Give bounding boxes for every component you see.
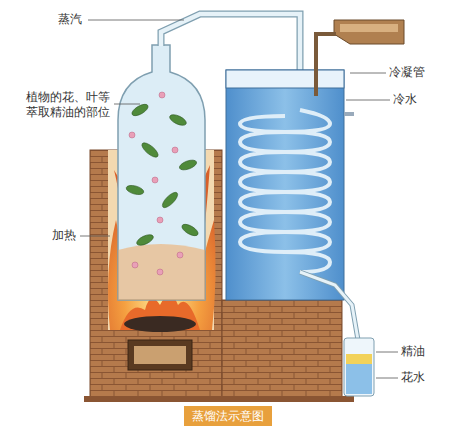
floral-water-label: 花水 bbox=[401, 370, 441, 385]
plant-label: 植物的花、叶等 萃取精油的部位 bbox=[14, 90, 110, 120]
cold-water-label: 冷水 bbox=[393, 92, 433, 107]
heat-label: 加热 bbox=[52, 228, 82, 243]
caption-band: 蒸馏法示意图 bbox=[184, 406, 272, 426]
steam-label: 蒸汽 bbox=[58, 12, 88, 27]
condenser-label: 冷凝管 bbox=[389, 65, 439, 80]
oil-label: 精油 bbox=[401, 344, 441, 359]
